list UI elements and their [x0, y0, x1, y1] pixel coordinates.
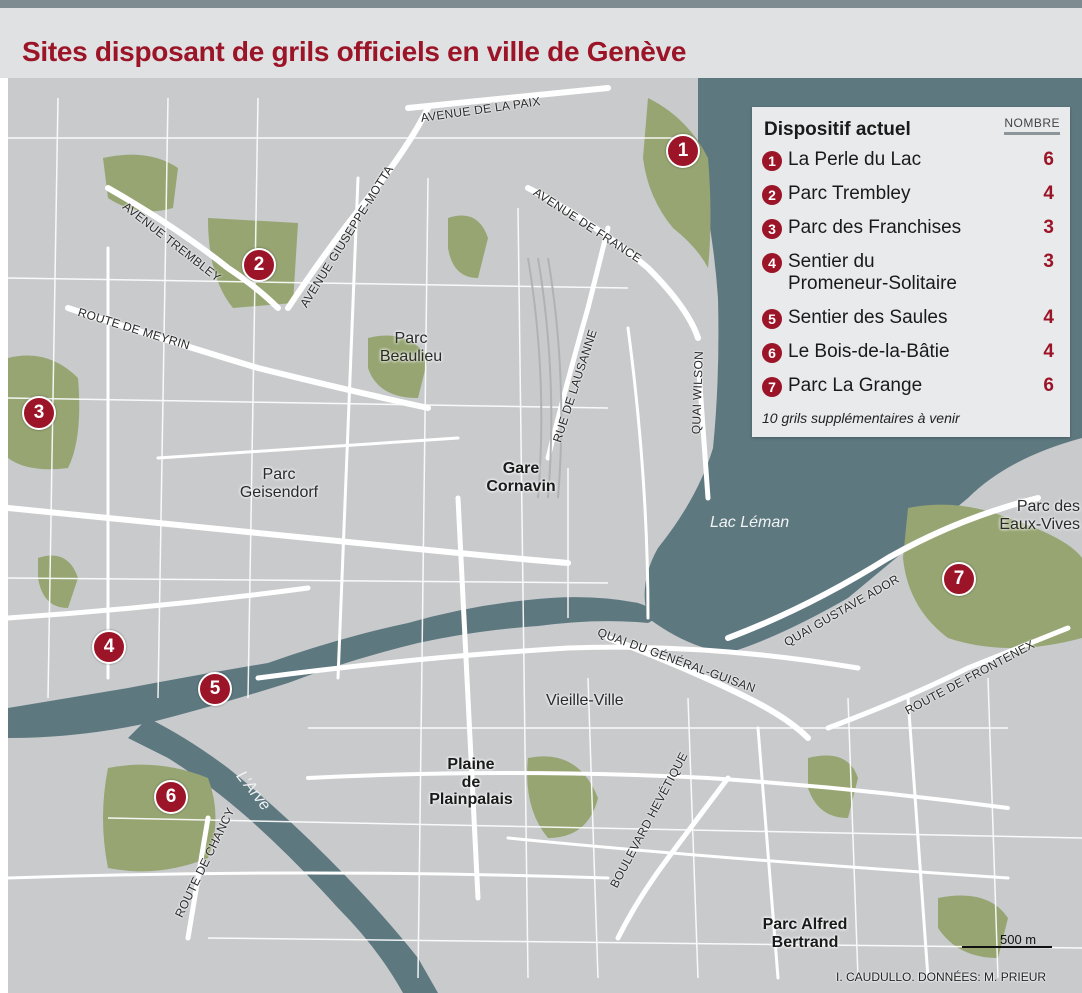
scale-bar: 500 m: [962, 932, 1052, 956]
marker-7-parc-la-grange[interactable]: 7: [942, 562, 976, 596]
legend-item-3-name: Parc des Franchises: [788, 217, 962, 238]
rhone-river: [8, 597, 656, 738]
legend-title: Dispositif actuel: [764, 119, 911, 140]
place-parc-des-eaux-vives: Parc des Eaux-Vives: [984, 498, 1080, 533]
place-parc-beaulieu-line1: Parc: [394, 330, 428, 347]
legend-item-1: 1 La Perle du Lac 6: [762, 149, 1062, 173]
legend-item-5-count: 4: [1043, 307, 1054, 328]
credit-line: I. CAUDULLO. DONNÉES: M. PRIEUR: [836, 970, 1047, 984]
legend-item-4-number: 4: [762, 253, 782, 273]
marker-6-le-bois-de-la-batie[interactable]: 6: [154, 780, 188, 814]
place-plainpalais-line1: Plaine: [447, 756, 495, 773]
legend-item-1-name: La Perle du Lac: [788, 149, 922, 170]
place-parc-alfred-bertrand: Parc Alfred Bertrand: [750, 916, 860, 951]
legend-item-2: 2 Parc Trembley 4: [762, 183, 1062, 207]
legend-item-3-count: 3: [1043, 217, 1054, 238]
legend-item-7-number: 7: [762, 377, 782, 397]
place-parc-beaulieu: Parc Beaulieu: [376, 330, 446, 365]
legend-item-5-number: 5: [762, 309, 782, 329]
roads: [8, 85, 1071, 980]
legend-item-2-count: 4: [1043, 183, 1054, 204]
place-parc-geisendorf-line1: Parc: [262, 466, 296, 483]
legend-item-1-count: 6: [1043, 149, 1054, 170]
legend-item-4-count: 3: [1043, 251, 1054, 272]
legend-item-6: 6 Le Bois-de-la-Bâtie 4: [762, 341, 1062, 365]
place-gare-cornavin-line2: Cornavin: [486, 477, 556, 495]
legend-item-4-name: Sentier du: [788, 251, 875, 272]
map-canvas: AVENUE DE LA PAIX AVENUE DE FRANCE AVENU…: [8, 78, 1082, 993]
legend-item-6-number: 6: [762, 343, 782, 363]
place-gare-cornavin-line1: Gare: [502, 460, 540, 477]
legend-box: Dispositif actuel NOMBRE 1 La Perle du L…: [752, 107, 1070, 437]
place-plaine-de-plainpalais: Plaine de Plainpalais: [426, 756, 516, 809]
place-parc-geisendorf-line2: Geisendorf: [239, 483, 319, 501]
place-vieille-ville: Vieille-Ville: [546, 692, 624, 709]
place-gare-cornavin: Gare Cornavin: [476, 460, 566, 495]
legend-column-header: NOMBRE: [1004, 116, 1060, 135]
legend-item-6-count: 4: [1043, 341, 1054, 362]
legend-item-6-name: Le Bois-de-la-Bâtie: [788, 341, 950, 362]
legend-item-1-number: 1: [762, 151, 782, 171]
marker-1-la-perle-du-lac[interactable]: 1: [666, 134, 700, 168]
place-parc-des-eaux-vives-line1: Parc des: [1016, 498, 1080, 515]
place-parc-alfred-bertrand-line1: Parc Alfred: [762, 916, 848, 933]
legend-item-2-number: 2: [762, 185, 782, 205]
legend-note: 10 grils supplémentaires à venir: [762, 410, 960, 426]
scale-bar-label: 500 m: [1000, 932, 1037, 947]
marker-4-sentier-du-promeneur-solitaire[interactable]: 4: [92, 630, 126, 664]
legend-item-2-name: Parc Trembley: [788, 183, 911, 204]
marker-2-parc-trembley[interactable]: 2: [242, 248, 276, 282]
map-title: Sites disposant de grils officiels en vi…: [22, 36, 687, 67]
legend-item-7-name: Parc La Grange: [788, 375, 923, 396]
marker-3-parc-des-franchises[interactable]: 3: [22, 396, 56, 430]
place-lac-leman: Lac Léman: [710, 514, 790, 531]
title-band: Sites disposant de grils officiels en vi…: [0, 0, 1082, 78]
place-plainpalais-line3: Plainpalais: [429, 791, 513, 809]
parks: [8, 98, 1082, 958]
marker-5-sentier-des-saules[interactable]: 5: [198, 672, 232, 706]
place-parc-des-eaux-vives-line2: Eaux-Vives: [999, 515, 1080, 533]
legend-item-3-number: 3: [762, 219, 782, 239]
place-plainpalais-line2: de: [461, 773, 481, 791]
scale-bar-line: [962, 946, 1052, 948]
legend-item-4: 4 Sentier du Promeneur-Solitaire 3: [762, 251, 1062, 297]
rail-lines: [527, 257, 563, 499]
legend-item-5-name: Sentier des Saules: [788, 307, 948, 328]
legend-item-4-name-line2: Promeneur-Solitaire: [788, 273, 957, 294]
place-parc-alfred-bertrand-line2: Bertrand: [771, 933, 839, 951]
place-parc-geisendorf: Parc Geisendorf: [234, 466, 324, 501]
minor-streets: [8, 97, 1082, 979]
legend-item-7-count: 6: [1043, 375, 1054, 396]
place-parc-beaulieu-line2: Beaulieu: [379, 347, 443, 365]
arve-river: [128, 718, 438, 993]
legend-item-5: 5 Sentier des Saules 4: [762, 307, 1062, 331]
legend-item-7: 7 Parc La Grange 6: [762, 375, 1062, 399]
legend-item-3: 3 Parc des Franchises 3: [762, 217, 1062, 241]
